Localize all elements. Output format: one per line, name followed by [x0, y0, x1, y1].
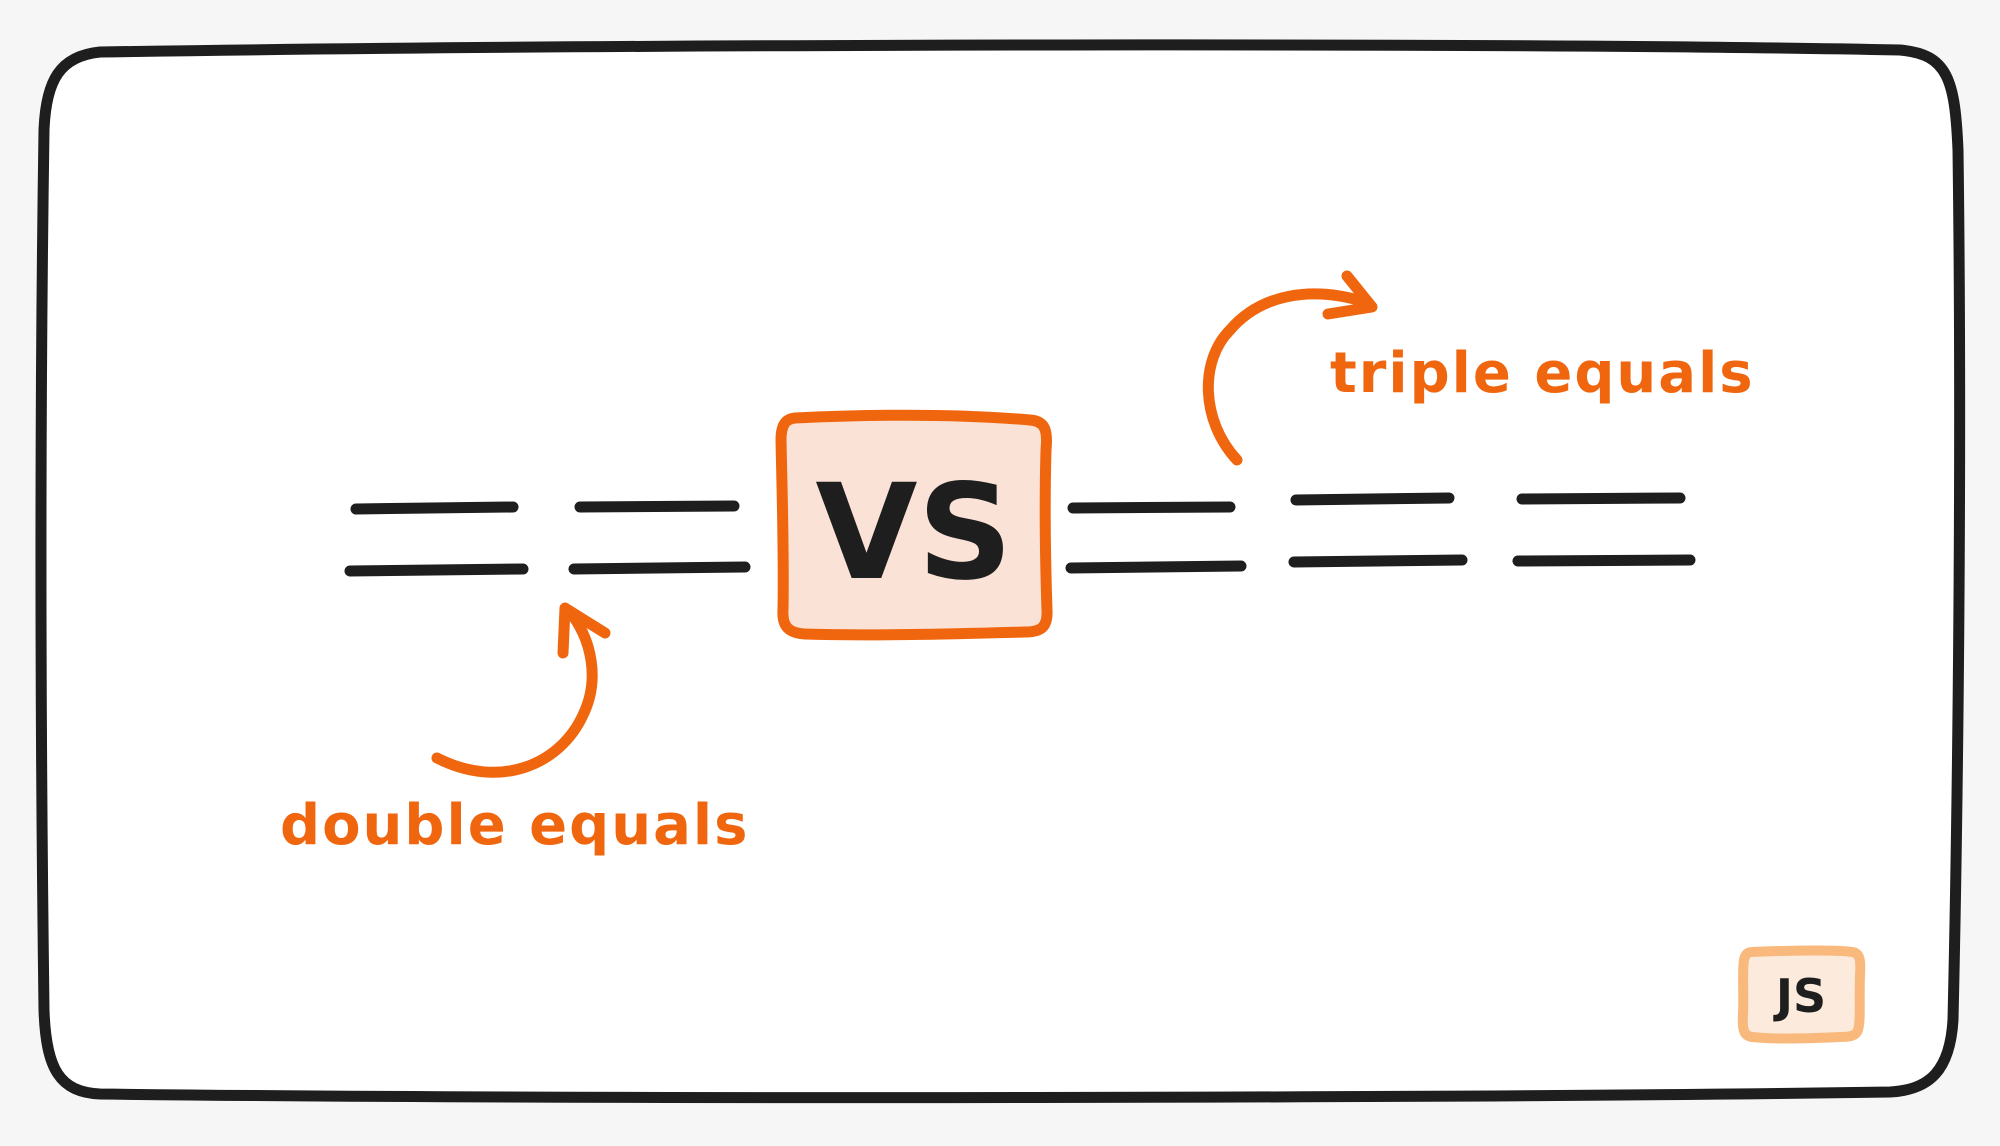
equals-bar: [350, 501, 519, 515]
curved-arrow-shaft: [1202, 288, 1371, 466]
arrow-head-icon: [1322, 270, 1378, 320]
triple-equals-operator: [1065, 492, 1696, 574]
double-equals-arrow: [431, 602, 611, 778]
equals-bar: [1512, 554, 1696, 567]
equals-bar: [344, 563, 529, 577]
vs-box-frame: [775, 409, 1053, 641]
equals-bar: [1290, 492, 1455, 506]
vs-box: VS: [775, 409, 1053, 641]
equals-bar: [1516, 492, 1686, 505]
double-equals-operator: [344, 500, 751, 577]
triple-equals-arrow: [1202, 270, 1378, 466]
equals-bar: [1067, 501, 1236, 514]
equals-bar: [1065, 560, 1247, 574]
js-badge: JS: [1737, 945, 1866, 1044]
curved-arrow-shaft: [431, 606, 598, 778]
js-badge-frame: [1737, 945, 1866, 1044]
equals-bar: [568, 561, 751, 575]
equals-bar: [574, 500, 740, 513]
vs-label: VS: [815, 456, 1012, 610]
arrow-head-icon: [557, 602, 611, 659]
equals-bar: [1288, 554, 1468, 568]
js-badge-label: JS: [1773, 969, 1826, 1023]
double-equals-label: double equals: [280, 793, 749, 858]
triple-equals-label: triple equals: [1330, 341, 1755, 406]
